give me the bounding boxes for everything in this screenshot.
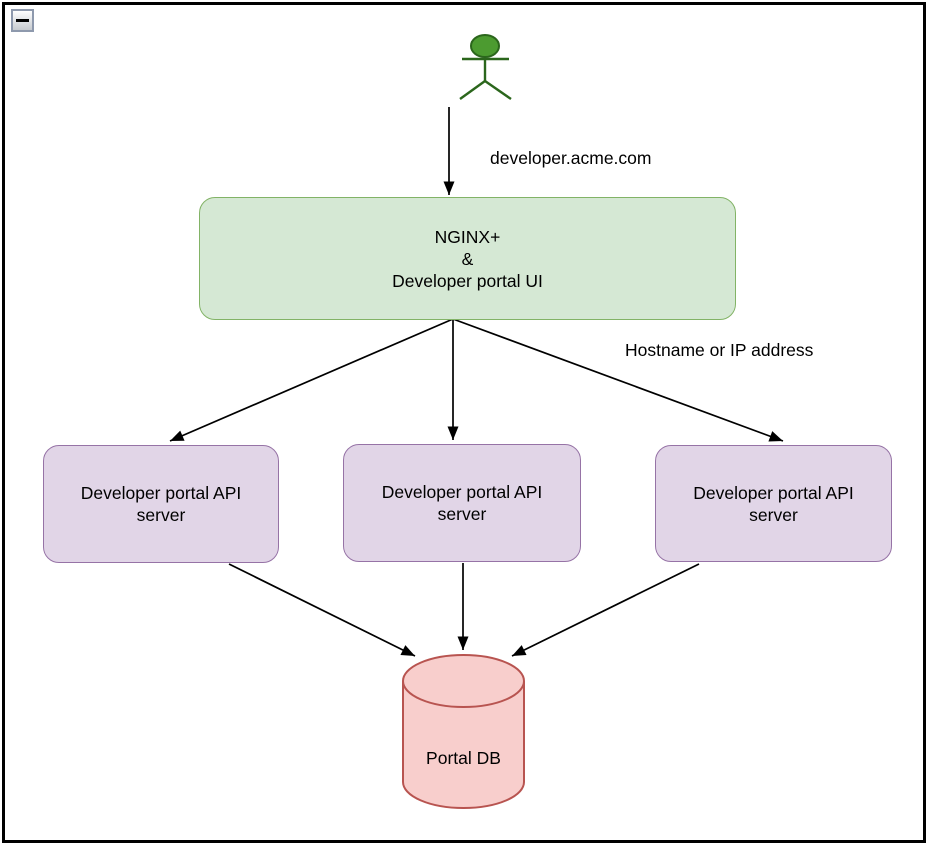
- db-cylinder-top: [402, 654, 525, 708]
- node-nginx-gateway-label: NGINX+ & Developer portal UI: [392, 226, 543, 291]
- node-api-server-2[interactable]: Developer portal API server: [343, 444, 581, 562]
- edge-label-hostname: Hostname or IP address: [625, 340, 814, 360]
- actor-leg-right: [484, 80, 512, 100]
- edge-api-left-to-db[interactable]: [228, 563, 416, 657]
- db-cylinder-body: [402, 681, 525, 809]
- node-api-server-3-label: Developer portal API server: [693, 482, 854, 525]
- node-api-server-1-label: Developer portal API server: [80, 483, 242, 525]
- node-api-server-3[interactable]: Developer portal API server: [655, 445, 892, 562]
- node-nginx-gateway[interactable]: NGINX+ & Developer portal UI: [199, 197, 736, 320]
- edge-api-right-to-db[interactable]: [511, 563, 700, 657]
- edge-gateway-to-api-right[interactable]: [452, 318, 784, 442]
- edge-label-domain: developer.acme.com: [490, 148, 652, 168]
- actor-leg-left: [459, 80, 486, 100]
- node-api-server-2-label: Developer portal API server: [381, 482, 543, 524]
- actor-head: [470, 34, 500, 58]
- node-api-server-1[interactable]: Developer portal API server: [43, 445, 279, 563]
- collapse-button[interactable]: [11, 9, 34, 32]
- node-portal-db-label: Portal DB: [426, 748, 501, 768]
- user-actor[interactable]: [459, 34, 512, 100]
- minus-icon: [16, 19, 29, 22]
- node-portal-db[interactable]: [402, 654, 525, 809]
- edge-gateway-to-api-left[interactable]: [169, 318, 454, 442]
